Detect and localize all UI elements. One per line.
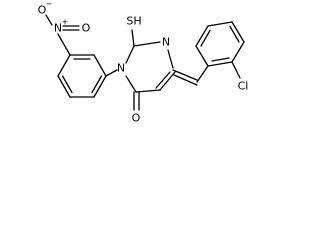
carbonyl-group: [133, 91, 140, 111]
chlorophenyl-ring: [195, 21, 245, 79]
chemical-structure: N + O O − N N SH O Cl: [38, 0, 249, 125]
benzylidene-bond: [172, 65, 209, 86]
imine-nitrogen-label: N: [162, 36, 170, 49]
nitro-charge-minus: −: [46, 0, 53, 9]
carbonyl-oxygen-label: O: [132, 112, 141, 125]
imidazolone-ring: [105, 41, 176, 93]
atom-labels: N + O O − N N SH O Cl: [38, 0, 249, 125]
amide-nitrogen-label: N: [117, 62, 125, 75]
thiol-group: [131, 29, 135, 47]
nitro-oxygen-single-label: O: [38, 4, 47, 17]
nitro-group: [45, 14, 80, 56]
nitro-nitrogen-label: N: [54, 22, 62, 35]
chlorine-label: Cl: [238, 80, 249, 93]
thiol-label: SH: [126, 15, 141, 28]
nitrophenyl-ring: [57, 54, 107, 98]
nitro-charge-plus: +: [62, 18, 69, 27]
nitro-oxygen-double-label: O: [82, 22, 91, 35]
